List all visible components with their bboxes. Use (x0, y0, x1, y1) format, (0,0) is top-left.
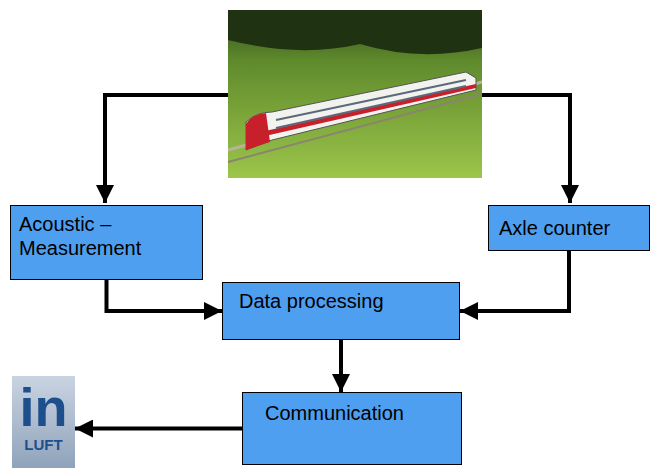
train-windows (276, 80, 466, 128)
flow-arrow (107, 280, 223, 311)
flow-arrow (339, 340, 343, 392)
flow-arrow (460, 251, 569, 311)
photo-arrow (105, 95, 228, 203)
process-box: Communication (242, 392, 462, 465)
box-label: Communication (265, 401, 439, 425)
box-label: Axle counter (499, 216, 639, 240)
train-stripe (252, 84, 476, 139)
box-label: Acoustic – Measurement (19, 212, 194, 260)
process-box: Data processing (222, 282, 460, 340)
flow-arrow (75, 427, 242, 431)
box-label: Data processing (239, 289, 443, 313)
train-body (246, 72, 476, 150)
photo-trees (228, 10, 482, 54)
process-box: Acoustic – Measurement (10, 205, 203, 280)
train-photo (228, 10, 482, 178)
logo-text: LUFT (14, 437, 73, 454)
process-box: Axle counter (488, 205, 650, 251)
photo-arrow (482, 95, 570, 203)
train-front (246, 113, 270, 150)
photo-ground (228, 10, 482, 178)
logo-text: in (14, 378, 73, 437)
logo-badge: inLUFT (12, 376, 75, 468)
